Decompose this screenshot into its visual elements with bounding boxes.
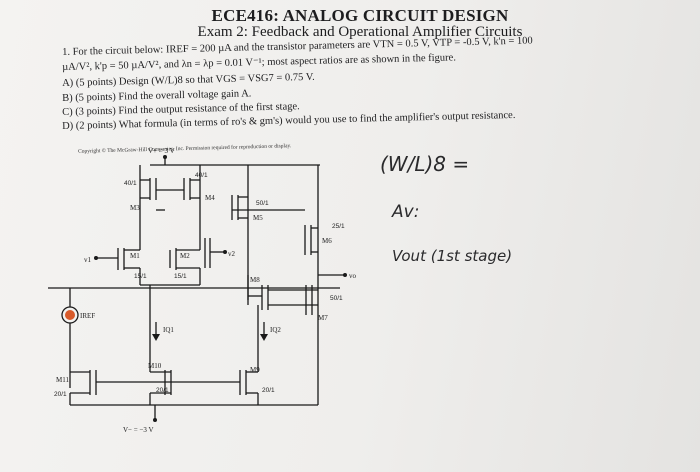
size-m2: 15/1 — [174, 273, 187, 280]
label-iq1: IQ1 — [163, 326, 174, 334]
label-m8: M8 — [250, 276, 260, 284]
size-m10: 20/1 — [156, 387, 169, 394]
label-m5: M5 — [253, 214, 263, 222]
label-iref: IREF — [80, 312, 95, 320]
label-vin2: v2 — [228, 250, 236, 258]
label-m10: M10 — [148, 362, 162, 370]
vdd-label: V+ = 3 V — [148, 147, 175, 155]
size-m5: 50/1 — [256, 200, 269, 207]
size-m9: 20/1 — [262, 387, 275, 394]
exam-title: Exam 2: Feedback and Operational Amplifi… — [197, 24, 523, 40]
size-m3: 40/1 — [124, 180, 137, 187]
size-m1: 15/1 — [134, 273, 147, 280]
label-vin1: v1 — [84, 256, 92, 264]
label-m7: M7 — [318, 314, 328, 322]
label-iq2: IQ2 — [270, 326, 281, 334]
handwritten-answer-b: Av: — [392, 202, 420, 222]
vss-label: V− = −3 V — [123, 426, 154, 434]
label-m11: M11 — [56, 376, 69, 384]
handwritten-answer-a: (W/L)8 = — [380, 152, 470, 176]
size-m11: 20/1 — [54, 391, 67, 398]
size-m6: 25/1 — [332, 223, 345, 230]
label-m1: M1 — [130, 252, 140, 260]
course-title: ECE416: ANALOG CIRCUIT DESIGN — [211, 6, 509, 25]
label-vo: vo — [349, 272, 357, 280]
label-m6: M6 — [322, 237, 332, 245]
size-m4: 40/1 — [195, 172, 208, 179]
label-m3: M3 — [130, 204, 140, 212]
label-m4: M4 — [205, 194, 215, 202]
size-m7: 50/1 — [330, 295, 343, 302]
handwritten-answer-c: Vout (1st stage) — [392, 247, 513, 265]
label-m9: M9 — [250, 366, 260, 374]
label-m2: M2 — [180, 252, 190, 260]
